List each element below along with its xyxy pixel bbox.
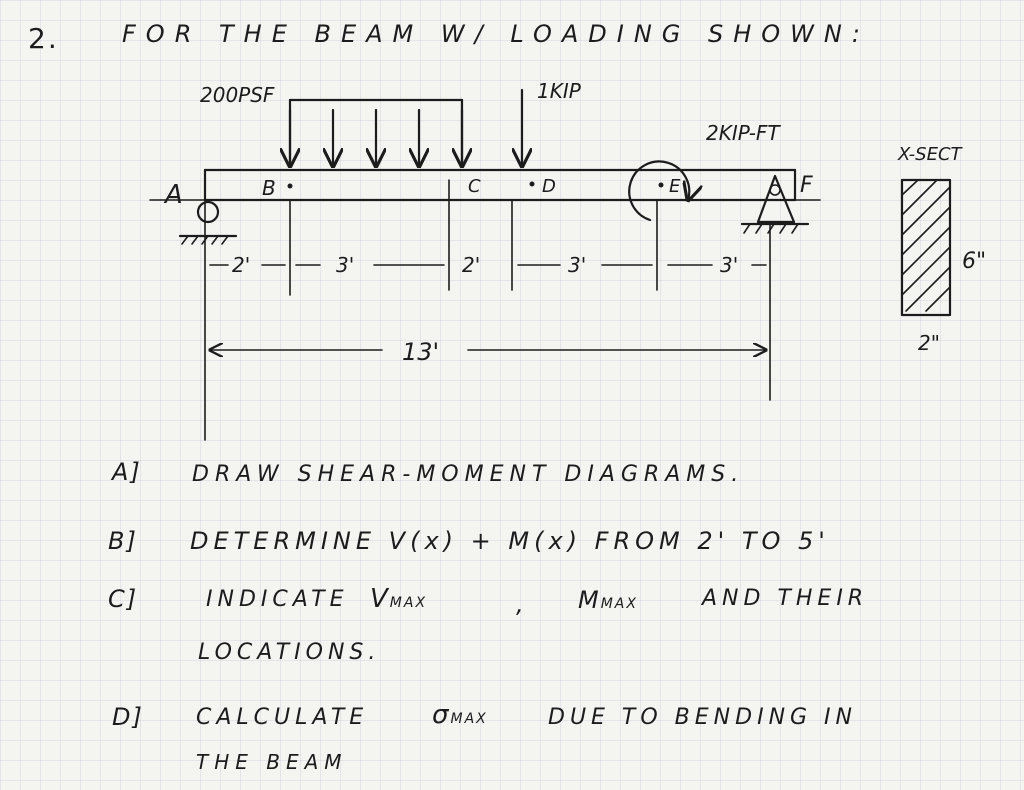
point-load: 1KIP (522, 79, 582, 166)
cross-section-label: X-SECT (897, 144, 964, 165)
roller-support (178, 200, 238, 245)
task-c-text-2: AND THEIR (702, 586, 869, 611)
span-5: 3' (720, 253, 738, 277)
task-c-v-sub: MAX (389, 595, 428, 611)
applied-moment: 2KIP-FT (628, 121, 781, 222)
task-d-text-1: CALCULATE (196, 705, 369, 730)
task-c-v: V (370, 584, 390, 614)
dimension-extension-lines (204, 179, 771, 441)
point-load-label: 1KIP (537, 79, 582, 103)
task-c-m: M (578, 586, 601, 614)
task-c-comma: , (516, 590, 526, 618)
task-c-vmax: VMAX (370, 584, 427, 614)
task-d-text-3: THE BEAM (196, 750, 348, 774)
span-3: 2' (462, 253, 480, 277)
cross-section-width: 2" (918, 331, 940, 355)
beam (149, 168, 821, 202)
task-c-text-1: INDICATE (206, 587, 349, 612)
task-c-m-sub: MAX (600, 596, 638, 612)
moment-load-label: 2KIP-FT (706, 121, 781, 145)
cross-section-height: 6" (962, 249, 986, 274)
problem-number: 2. (28, 22, 59, 55)
point-c-label: C (468, 176, 481, 197)
task-c-text-3: LOCATIONS. (198, 640, 381, 665)
task-c-mmax: MMAX (578, 586, 638, 614)
point-f-label: F (800, 173, 813, 198)
task-c-marker: C] (108, 585, 139, 613)
span-1: 2' (232, 253, 250, 277)
task-d-marker: D] (112, 703, 144, 731)
task-a-text: DRAW SHEAR-MOMENT DIAGRAMS. (192, 462, 745, 487)
task-d-text-2: DUE TO BENDING IN (548, 705, 858, 730)
pin-support (740, 174, 810, 234)
span-4: 3' (568, 253, 586, 277)
point-d-label: D (542, 176, 556, 197)
task-b-text: DETERMINE V(x) + M(x) FROM 2' TO 5' (190, 527, 830, 555)
total-length-dimension: 13' (210, 338, 766, 366)
point-b-label: B (262, 176, 276, 200)
span-2: 3' (336, 253, 354, 277)
task-b-marker: B] (108, 527, 138, 555)
cross-section: X-SECT 6" 2" (897, 144, 986, 355)
task-a-marker: A] (112, 458, 142, 486)
distributed-load-label: 200PSF (200, 83, 275, 107)
total-length-label: 13' (402, 338, 439, 366)
task-d-sigma-max: σMAX (432, 700, 488, 730)
point-a-label: A (163, 180, 183, 210)
point-e-label: E (669, 176, 681, 197)
distributed-load: 200PSF (200, 83, 462, 166)
task-d-sigma: σ (432, 700, 451, 730)
task-d-sigma-sub: MAX (450, 711, 488, 727)
span-dimensions: 2' 3' 2' 3' 3' (209, 253, 767, 277)
problem-heading: FOR THE BEAM W/ LOADING SHOWN: (122, 20, 870, 48)
